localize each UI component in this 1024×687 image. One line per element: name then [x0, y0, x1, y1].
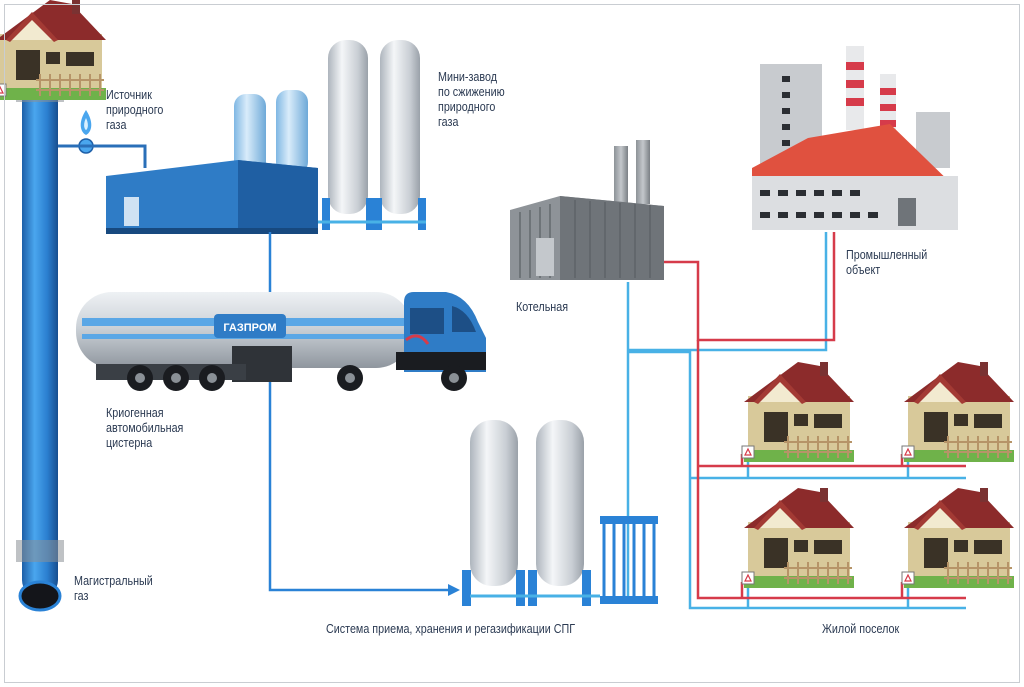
house-3-icon	[741, 487, 855, 589]
cryogenic-tanker-label: Криогенная автомобильная цистерна	[106, 406, 184, 450]
boiler-house-icon	[510, 140, 664, 280]
truck-brand-text: ГАЗПРОМ	[223, 322, 276, 334]
house-2-icon	[901, 361, 1015, 463]
lng-transfer-line	[268, 232, 460, 596]
house-4-icon	[901, 487, 1015, 589]
lng-storage-system-icon	[462, 420, 658, 606]
main-gas-label: Магистральный газ	[74, 574, 153, 603]
house-1-icon	[741, 361, 855, 463]
house-icon	[0, 0, 106, 100]
mini-plant-icon	[106, 40, 426, 234]
gas-source-icon	[58, 110, 147, 168]
cryogenic-tanker-icon: ГАЗПРОМ	[76, 292, 486, 391]
industrial-object-label: Промышленный объект	[846, 248, 928, 277]
industrial-plant-icon	[752, 46, 958, 230]
gas-source-label: Источник природного газа	[106, 88, 164, 132]
village-label: Жилой поселок	[822, 622, 900, 636]
boiler-house-label: Котельная	[516, 300, 569, 314]
main-gas-pipeline	[16, 38, 64, 612]
lng-system-label: Система приема, хранения и регазификации…	[326, 622, 576, 636]
mini-plant-label: Мини-завод по сжижению природного газа	[438, 70, 505, 129]
distribution-network	[626, 232, 966, 610]
